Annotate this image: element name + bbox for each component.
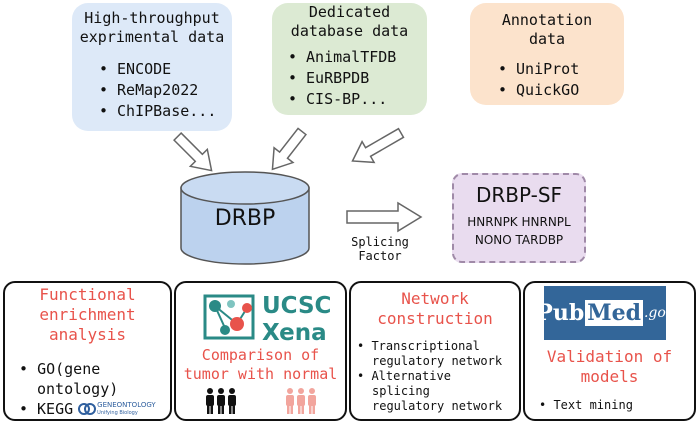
source-title-database: Dedicated database data bbox=[272, 3, 427, 41]
list-item: ReMap2022 bbox=[99, 80, 216, 101]
list-item-text: regulatory network bbox=[372, 354, 503, 368]
db-label: DRBP bbox=[214, 206, 276, 231]
tumor-people-icon bbox=[206, 388, 236, 414]
panel-list-functional: • GO(gene ontology) • KEGG GENEONTOLOGY … bbox=[19, 359, 156, 419]
splicing-factor-label: Splicing Factor bbox=[330, 235, 430, 263]
geneontology-logo-icon bbox=[78, 403, 97, 415]
list-item-text: GO(gene bbox=[37, 360, 101, 378]
list-item-continuation: regulatory network bbox=[357, 399, 502, 414]
pubmed-logo-med-box: Med bbox=[585, 300, 643, 326]
pubmed-logo-med: Med bbox=[587, 300, 641, 326]
panel-list-validation: • Text mining bbox=[539, 398, 633, 413]
source-box-database: Dedicated database data AnimalTFDB EuRBP… bbox=[272, 3, 427, 115]
title-line: tumor with normal bbox=[183, 365, 338, 383]
source-title-line: exprimental data bbox=[79, 28, 225, 46]
logo-line: UCSC bbox=[262, 293, 332, 319]
list-item: UniProt bbox=[498, 59, 579, 80]
logo-line: Xena bbox=[262, 320, 327, 346]
list-item-continuation: ontology) bbox=[19, 379, 156, 399]
list-item-continuation: splicing bbox=[357, 384, 502, 399]
list-item: CIS-BP... bbox=[288, 89, 396, 110]
list-item: ENCODE bbox=[99, 59, 216, 80]
list-item: QuickGO bbox=[498, 80, 579, 101]
drbp-database-cylinder bbox=[180, 171, 310, 265]
panel-title-functional: Functional enrichment analysis bbox=[5, 285, 170, 345]
list-item: AnimalTFDB bbox=[288, 47, 396, 68]
pubmed-logo-pub: Pub bbox=[536, 300, 585, 326]
drbp-sf-genes-2: NONO TARDBP bbox=[474, 233, 564, 247]
title-line: construction bbox=[377, 309, 493, 328]
arrow-database-to-db bbox=[271, 127, 308, 171]
title-line: Network bbox=[401, 289, 469, 308]
list-item-text: Transcriptional bbox=[371, 339, 480, 353]
panel-validation: Pub Med .gov Validation of models • Text… bbox=[523, 281, 696, 421]
panel-title-validation: Validation of models bbox=[525, 347, 694, 387]
source-list-database: AnimalTFDB EuRBPDB CIS-BP... bbox=[288, 47, 396, 110]
title-line: models bbox=[580, 367, 639, 386]
geneontology-logo-subtext: Unifying Biology bbox=[97, 410, 138, 416]
list-item-continuation: regulatory network bbox=[357, 354, 502, 369]
source-title-experimental: High-throughput exprimental data bbox=[72, 9, 232, 47]
list-item: ChIPBase... bbox=[99, 101, 216, 122]
list-item: EuRBPDB bbox=[288, 68, 396, 89]
source-title-line: High-throughput bbox=[84, 9, 220, 27]
source-title-annotation: Annotation data bbox=[470, 11, 624, 49]
list-item-text: regulatory network bbox=[372, 399, 503, 413]
title-line: Functional bbox=[39, 285, 136, 304]
source-list-annotation: UniProt QuickGO bbox=[498, 59, 579, 101]
source-box-experimental: High-throughput exprimental data ENCODE … bbox=[72, 3, 232, 131]
drbp-sf-title: DRBP-SF bbox=[475, 183, 563, 207]
source-title-line: Annotation bbox=[501, 11, 593, 29]
arrow-annotation-to-db bbox=[351, 127, 405, 164]
list-item: • GO(gene bbox=[19, 360, 101, 378]
pubmed-logo: Pub Med .gov bbox=[536, 286, 674, 340]
ucsc-xena-logo-icon bbox=[203, 294, 255, 340]
label-line: Factor bbox=[358, 249, 402, 263]
arrow-experimental-to-db bbox=[173, 132, 213, 172]
panel-title-comparison: Comparison of tumor with normal bbox=[176, 346, 345, 384]
source-title-line: Dedicated bbox=[308, 3, 391, 21]
geneontology-logo: GENEONTOLOGY Unifying Biology bbox=[77, 400, 156, 418]
title-line: Validation of bbox=[546, 347, 673, 366]
panel-ucsc-xena: UCSC Xena Comparison of tumor with norma… bbox=[174, 281, 347, 421]
source-title-line: database data bbox=[290, 22, 409, 40]
title-line: enrichment bbox=[39, 305, 136, 324]
list-item: • Alternative bbox=[357, 369, 451, 383]
list-item: • KEGG GENEONTOLOGY Unifying Biology bbox=[19, 400, 156, 418]
panel-network-construction: Network construction • Transcriptional r… bbox=[349, 281, 521, 421]
geneontology-logo-text: GENEONTOLOGY bbox=[97, 401, 156, 409]
drbp-sf-box: DRBP-SF HNRNPK HNRNPL NONO TARDBP bbox=[452, 173, 586, 263]
title-line: analysis bbox=[48, 325, 127, 344]
source-title-line: data bbox=[528, 30, 566, 48]
drbp-sf-genes-1: HNRNPK HNRNPL bbox=[467, 215, 571, 229]
list-item-text: splicing bbox=[372, 384, 430, 398]
list-item-text: ontology) bbox=[37, 380, 119, 398]
arrow-db-to-sf bbox=[346, 201, 423, 233]
pubmed-logo-gov: .gov bbox=[643, 305, 674, 321]
list-item-text: Alternative bbox=[371, 369, 451, 383]
source-box-annotation: Annotation data UniProt QuickGO bbox=[470, 3, 624, 105]
panel-list-network: • Transcriptional regulatory network • A… bbox=[357, 339, 502, 414]
list-item-text: Text mining bbox=[553, 398, 633, 412]
ucsc-xena-logo-text: UCSC Xena bbox=[262, 293, 331, 347]
label-line: Splicing bbox=[351, 235, 409, 249]
normal-people-icon bbox=[286, 388, 316, 414]
list-item: • Text mining bbox=[539, 398, 633, 412]
panel-title-network: Network construction bbox=[351, 289, 519, 329]
title-line: Comparison of bbox=[201, 346, 320, 364]
list-item-text: KEGG bbox=[37, 400, 74, 418]
panel-functional-enrichment: Functional enrichment analysis • GO(gene… bbox=[3, 281, 172, 421]
source-list-experimental: ENCODE ReMap2022 ChIPBase... bbox=[99, 59, 216, 122]
list-item: • Transcriptional bbox=[357, 339, 480, 353]
people-icons bbox=[206, 388, 316, 414]
